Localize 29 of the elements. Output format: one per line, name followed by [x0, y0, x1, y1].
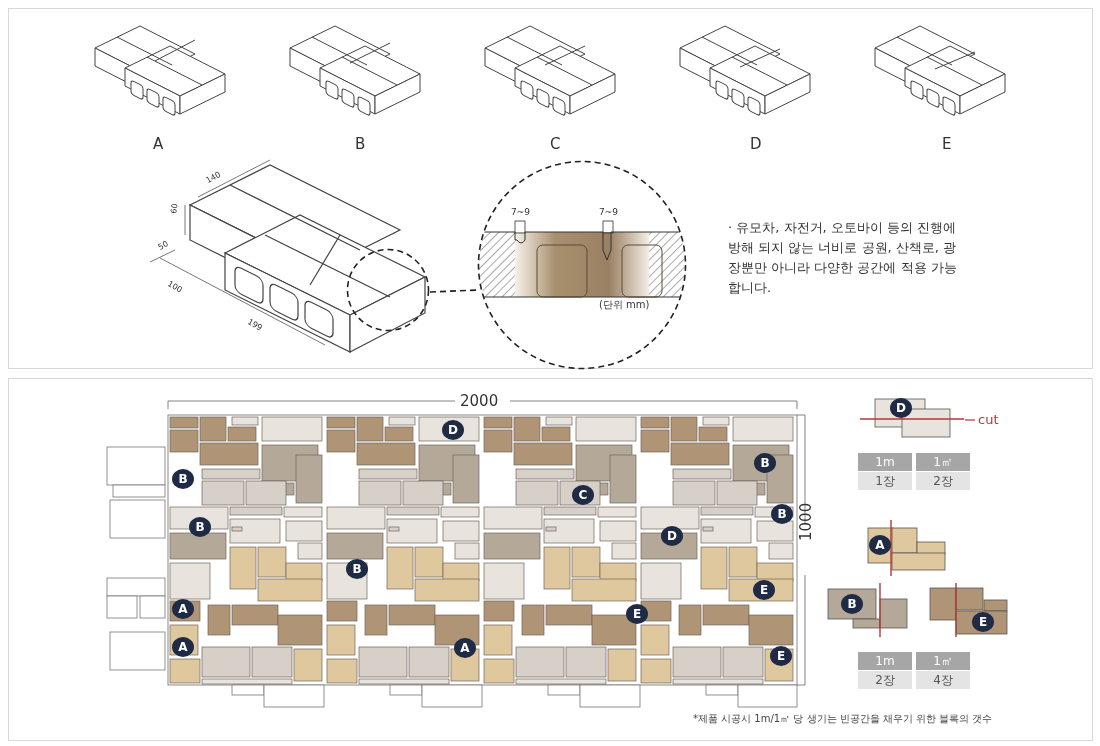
dimension-label: 7~9: [599, 208, 618, 217]
dimension-label: 60: [170, 202, 180, 215]
table-cell: 1㎡: [916, 453, 970, 471]
dimension-label: 1000: [799, 502, 814, 541]
cut-label: cut: [978, 413, 999, 426]
table-cell: 1m: [858, 652, 912, 670]
description-text: · 유모차, 자전거, 오토바이 등의 진행에 방해 되지 않는 너비로 공원, 산책로, 광장뿐만 아니라 다양한 공간에 적용 가능합니다.: [728, 219, 958, 298]
block-type-letter: E: [942, 137, 952, 152]
leader-line: [429, 289, 479, 293]
block-type-letter: D: [750, 137, 762, 152]
detail-circle: [346, 248, 430, 332]
magnified-detail-circle: [477, 160, 687, 370]
block-type-letter: B: [355, 137, 366, 152]
table-cell: 1m: [858, 453, 912, 471]
table-cell: 2장: [916, 472, 970, 490]
footnote: *제품 시공시 1m/1㎡ 당 생기는 빈공간을 채우기 위한 블록의 갯수: [693, 714, 993, 724]
dimension-label: 50: [157, 239, 170, 252]
dimension-label: 100: [166, 280, 184, 295]
table-cell: 2장: [858, 671, 912, 689]
dimension-label: 199: [246, 318, 264, 333]
table-cell: 1㎡: [916, 652, 970, 670]
dimension-label: 2000: [460, 394, 499, 409]
table-cell: 1장: [858, 472, 912, 490]
block-type-letter: A: [153, 137, 164, 152]
block-type-letter: C: [550, 137, 561, 152]
dimension-label: 140: [205, 170, 223, 186]
table-cell: 4장: [916, 671, 970, 689]
unit-note: (단위 mm): [599, 300, 650, 310]
dimension-label: 7~9: [511, 208, 530, 217]
